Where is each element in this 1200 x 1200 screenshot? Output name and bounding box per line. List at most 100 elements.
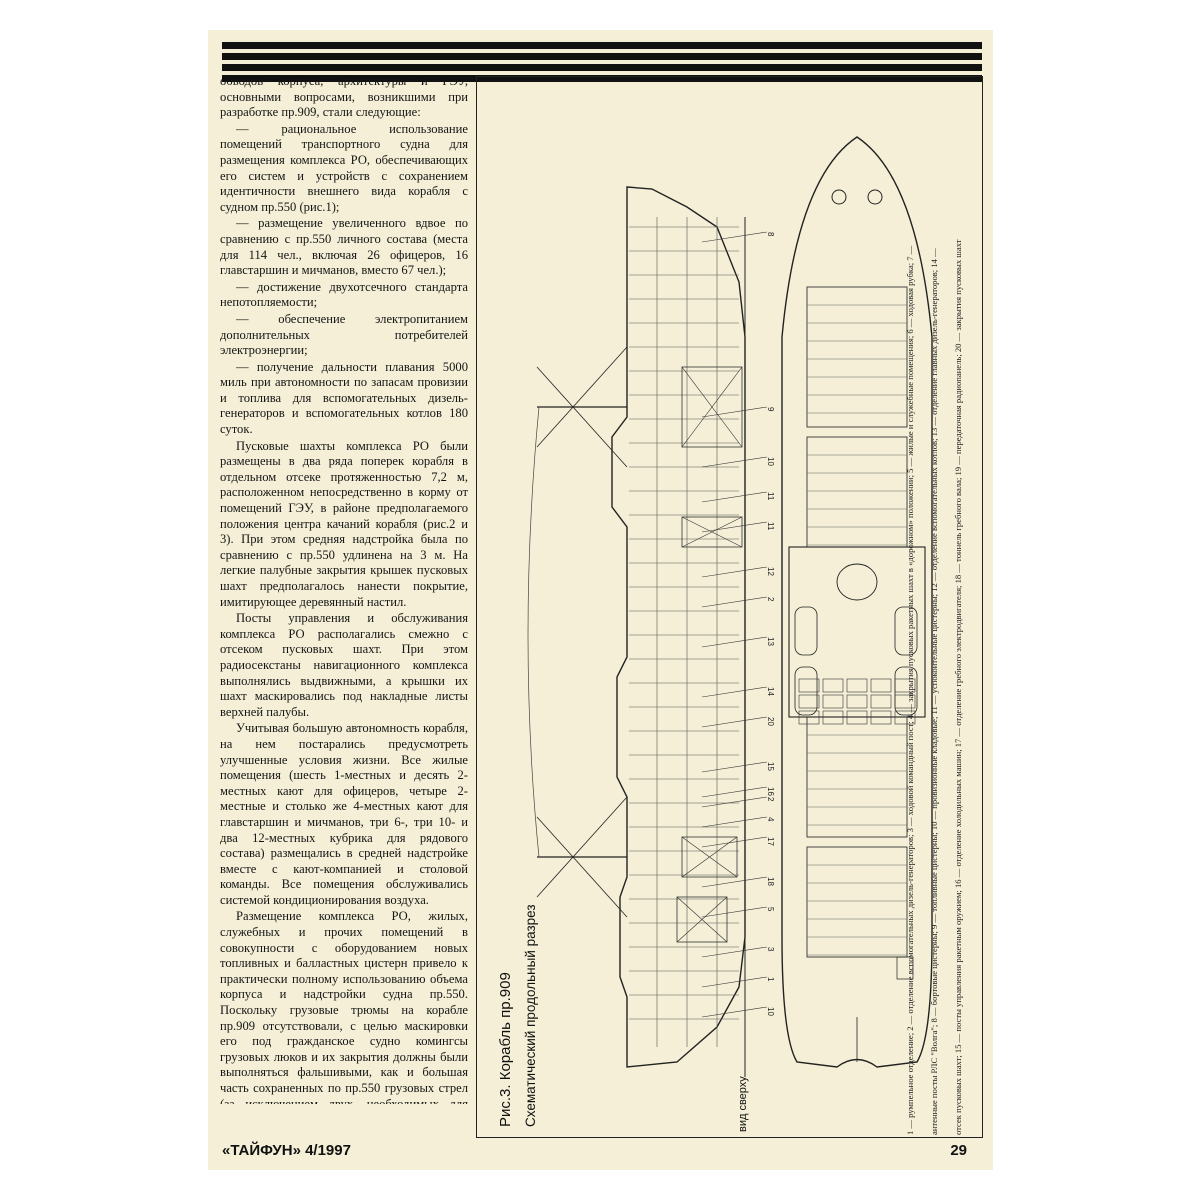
side-callout-number: 3 [766,947,775,952]
ship-figure: 8 9 10 11 11 12 2 13 14 20 15 16 17 18 5 3 2 4 1 10 Рис.3. … [476,76,983,1138]
top-view-launch-shaft [894,710,916,725]
side-callout-number: 11 [766,492,775,501]
side-callout-leader [701,406,768,418]
page-number: 29 [950,1142,967,1159]
side-callout-number: 18 [766,877,775,886]
top-view-lifeboat [894,606,918,656]
body-paragraph: — рациональное использование помещений т… [220,121,468,214]
side-callout-leader [701,566,768,578]
top-view-launch-shaft [846,710,868,725]
side-profile-hatch [681,366,743,448]
top-view-winch [867,189,883,205]
side-callout-number: 8 [766,232,775,237]
side-callout-number: 4 [766,817,775,822]
side-profile-hatch-cross [681,516,743,548]
side-callout-number: 16 [766,787,775,796]
side-callout-leader [701,876,768,888]
ship-drawing: 8 9 10 11 11 12 2 13 14 20 15 16 17 18 5 3 2 4 1 10 [527,136,933,1077]
side-callout-leader [701,1006,768,1018]
top-view-launch-shaft [870,710,892,725]
body-paragraph: — достижение двухотсечного стандарта неп… [220,279,468,310]
magazine-page: обводов корпуса, архитектуры и ГЭУ, осно… [208,30,993,1170]
figure-legend-line-1: 1 — румпельное отделение; 2 — отделение … [905,245,915,1135]
side-callout-leader [701,636,768,648]
top-view-funnel [836,563,878,601]
side-callout-leader [701,906,768,918]
side-profile-hatch-cross [681,366,743,448]
figure-caption-title: Рис.3. Корабль пр.909 [497,972,514,1127]
side-callout-number: 20 [766,717,775,726]
side-callout-number: 2 [766,597,775,602]
side-callout-number: 1 [766,977,775,982]
side-profile-boom [536,796,628,898]
side-callout-number: 9 [766,407,775,412]
side-callout-number: 10 [766,1007,775,1016]
top-view-launch-shaft [822,694,844,709]
side-callout-leader [701,456,768,468]
top-view-launch-shaft [846,694,868,709]
top-view-launch-shaft [894,678,916,693]
side-profile-antenna [527,406,540,858]
body-paragraph: — размещение увеличенного вдвое по сравн… [220,216,468,278]
top-view-winch [831,189,847,205]
side-profile-hatch-cross [681,836,738,878]
figure-caption-top-view: вид сверху [737,1076,749,1132]
side-callout-leader [701,231,768,243]
top-view-launch-shaft [894,694,916,709]
article-text-column: обводов корпуса, архитектуры и ГЭУ, осно… [220,74,468,1104]
side-callout-leader [701,836,768,848]
side-callout-number: 17 [766,837,775,846]
figure-legend-line-2: антенные посты РЛС "Волга"; 8 — бортовые… [929,248,939,1135]
side-callout-leader [701,491,768,503]
body-paragraph: — обеспечение электропитанием дополнител… [220,311,468,358]
top-view-launch-shaft [846,678,868,693]
side-callout-number: 13 [766,637,775,646]
top-view-hatch [806,846,908,958]
top-view-launch-shaft [798,710,820,725]
top-view-launch-shaft [822,678,844,693]
top-view-hatch [806,286,908,428]
side-callout-leader [701,796,768,808]
side-profile-boom [536,816,628,918]
top-view-superstructure [788,546,926,718]
top-view-launch-shaft [870,694,892,709]
side-callout-number: 12 [766,567,775,576]
side-callout-number: 2 [766,797,775,802]
body-paragraph: Размещение комплекса РО, жилых, служебны… [220,909,468,1104]
body-paragraph: — получение дальности плавания 5000 миль… [220,359,468,437]
side-callout-leader [701,761,768,773]
body-paragraph: Учитывая большую автономность корабля, н… [220,721,468,907]
side-callout-leader [701,596,768,608]
side-callout-number: 11 [766,522,775,531]
side-callout-number: 14 [766,687,775,696]
side-callout-leader [701,521,768,533]
side-callout-leader [701,716,768,728]
top-view-stern-equipment [896,956,914,980]
top-view-launch-shaft [822,710,844,725]
top-view-lifeboat [794,606,818,656]
side-callout-number: 15 [766,762,775,771]
body-paragraph: Посты управления и обслуживания комплекс… [220,611,468,719]
figure-legend-line-3: отсек пусковых шахт; 15 — посты управлен… [953,239,963,1135]
side-callout-leader [701,786,768,798]
side-profile-boom [536,346,628,448]
top-view-launch-shaft [798,694,820,709]
header-stripes [222,42,982,86]
side-callout-number: 10 [766,457,775,466]
side-profile-hatch [676,896,728,943]
side-callout-leader [701,946,768,958]
top-view-lifeboat [794,666,818,716]
top-view-launch-shaft [870,678,892,693]
body-paragraph: обводов корпуса, архитектуры и ГЭУ, осно… [220,74,468,120]
side-callout-leader [701,976,768,988]
side-profile-boom [536,366,628,468]
top-view-hatch [806,436,908,548]
side-profile-hatch [681,836,738,878]
side-callout-leader [701,816,768,828]
side-callout-leader [701,686,768,698]
top-view-launch-shaft [798,678,820,693]
side-callout-number: 5 [766,907,775,912]
side-profile-hull [611,186,746,1068]
body-paragraph: Пусковые шахты комплекса РО были размеще… [220,438,468,609]
figure-caption-section: Схематический продольный разрез [523,904,538,1127]
